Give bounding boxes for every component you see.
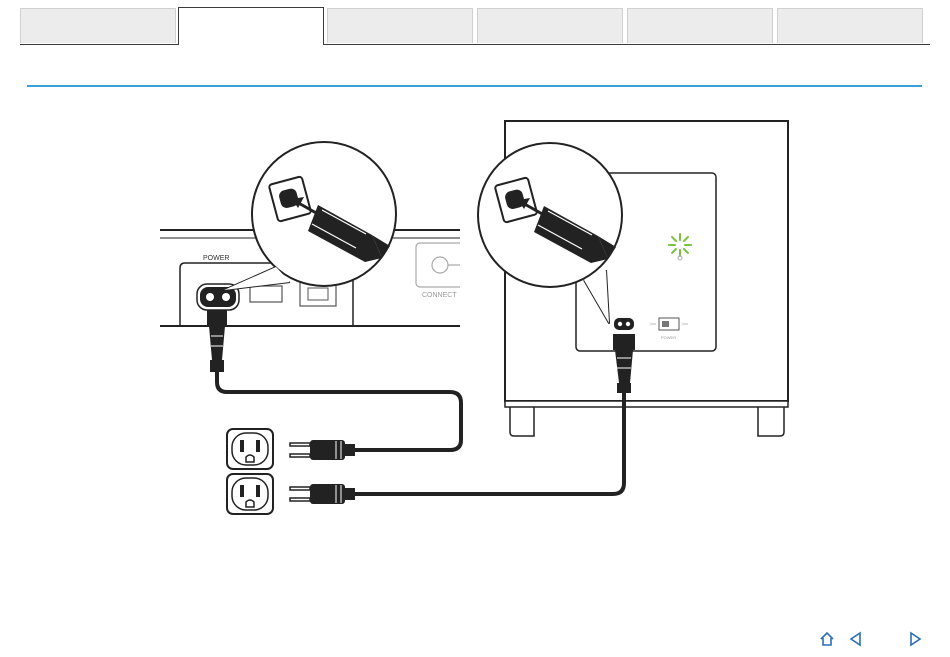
next-page-button[interactable] — [904, 630, 926, 650]
wall-plug-upper — [290, 440, 355, 460]
wall-plug-lower — [290, 484, 355, 504]
soundbar-power-connector — [207, 310, 227, 372]
home-button[interactable] — [816, 630, 838, 650]
wall-outlet-upper — [227, 429, 273, 469]
subwoofer-power-label: POWER — [661, 335, 676, 340]
home-icon — [819, 631, 835, 647]
next-page-icon — [907, 631, 923, 647]
soundbar-power-label: POWER — [203, 255, 229, 262]
nav-home — [816, 630, 838, 650]
wall-outlet-lower — [227, 474, 273, 514]
previous-page-icon — [848, 631, 864, 647]
callout-soundbar — [224, 142, 396, 290]
tab-2-active[interactable] — [178, 7, 324, 45]
nav-prev — [845, 630, 867, 650]
nav-next — [904, 630, 926, 650]
subwoofer-power-cable — [355, 393, 624, 494]
previous-page-button[interactable] — [845, 630, 867, 650]
soundbar-connect-label: CONNECT — [422, 292, 457, 299]
